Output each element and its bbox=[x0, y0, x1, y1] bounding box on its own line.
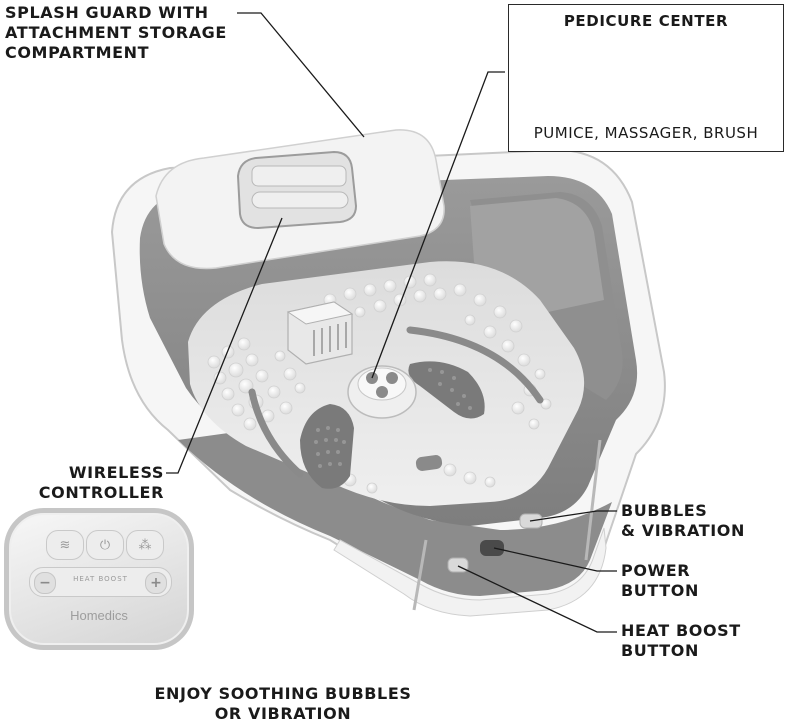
hub-roller-3 bbox=[376, 386, 388, 398]
lid-controller-pill bbox=[251, 191, 349, 209]
tub-white-base bbox=[333, 527, 607, 617]
hub-roller-2 bbox=[386, 372, 398, 384]
leader-lines bbox=[166, 12, 617, 633]
power-button-label: POWER BUTTON bbox=[621, 561, 699, 601]
power-label-line-2: BUTTON bbox=[621, 581, 699, 600]
heat-label-line-1: HEAT BOOST bbox=[621, 621, 741, 640]
remote-bubbles-button: ≋ bbox=[46, 530, 84, 560]
right-pad-nubs bbox=[428, 368, 472, 410]
remote-vibration-button: ⁂ bbox=[126, 530, 164, 560]
splash-guard-label: SPLASH GUARD WITH ATTACHMENT STORAGE COM… bbox=[5, 3, 227, 63]
right-arc-strip bbox=[406, 326, 544, 404]
heat-label-line-2: BUTTON bbox=[621, 641, 699, 660]
right-massage-pad bbox=[408, 361, 485, 419]
heat-boost-label: HEAT BOOST BUTTON bbox=[621, 621, 741, 661]
wireless-remote: ≋ ⏻ ⁂ − HEAT BOOST + Homedics bbox=[4, 508, 194, 650]
remote-brand-logo: Homedics bbox=[70, 608, 128, 623]
wireless-label-line-1: WIRELESS bbox=[68, 463, 164, 482]
splash-guard-label-line-1: SPLASH GUARD WITH bbox=[5, 3, 209, 22]
floor-bubbles bbox=[207, 273, 552, 494]
heater-vent-box bbox=[286, 301, 354, 365]
leader-power bbox=[493, 547, 617, 572]
tub-gray-band bbox=[178, 430, 612, 596]
splash-guard-label-line-3: COMPARTMENT bbox=[5, 43, 150, 62]
remote-plus-button: + bbox=[145, 572, 167, 594]
power-label-line-1: POWER bbox=[621, 561, 691, 580]
left-massage-pad bbox=[300, 404, 354, 489]
lid-controller-dock bbox=[236, 150, 358, 230]
remote-heat-boost-pill: − HEAT BOOST + bbox=[29, 567, 172, 597]
right-support-leg bbox=[584, 439, 602, 561]
leader-heat bbox=[457, 565, 617, 633]
bubbles-wave-icon: ≋ bbox=[59, 537, 71, 553]
splash-guard-label-line-2: ATTACHMENT STORAGE bbox=[5, 23, 227, 42]
power-icon: ⏻ bbox=[99, 537, 111, 553]
remote-heat-boost-text: HEAT BOOST bbox=[73, 575, 128, 583]
lid-controller-button-row bbox=[251, 165, 347, 187]
pedicure-center-title: PEDICURE CENTER bbox=[563, 12, 729, 30]
pedicure-center-box: PEDICURE CENTER PUMICE, MASSAGER, BRUSH bbox=[508, 4, 784, 152]
enjoy-caption-line-2: OR VIBRATION bbox=[214, 704, 352, 723]
remote-minus-button: − bbox=[34, 572, 56, 594]
enjoy-caption: ENJOY SOOTHING BUBBLES OR VIBRATION bbox=[128, 684, 438, 724]
side-power-button bbox=[480, 540, 504, 556]
bubbles-vibration-label: BUBBLES & VIBRATION bbox=[621, 501, 745, 541]
left-arc-strip bbox=[248, 388, 304, 478]
bubbles-label-line-2: & VIBRATION bbox=[621, 521, 745, 540]
leader-wireless bbox=[166, 217, 283, 474]
drain-slot bbox=[415, 455, 443, 471]
vibration-icon: ⁂ bbox=[138, 537, 152, 553]
leader-pedicure bbox=[371, 71, 505, 379]
leader-splash-guard bbox=[237, 12, 365, 138]
remote-power-button: ⏻ bbox=[86, 530, 124, 560]
enjoy-caption-line-1: ENJOY SOOTHING BUBBLES bbox=[154, 684, 412, 703]
wireless-label-line-2: CONTROLLER bbox=[38, 483, 164, 502]
leader-bubbles bbox=[529, 510, 617, 522]
pedicure-center-subtitle: PUMICE, MASSAGER, BRUSH bbox=[533, 124, 759, 142]
bubbles-label-line-1: BUBBLES bbox=[621, 501, 708, 520]
wireless-controller-label: WIRELESS CONTROLLER bbox=[22, 463, 164, 503]
left-support-leg bbox=[412, 539, 428, 611]
left-pad-nubs bbox=[314, 426, 346, 468]
